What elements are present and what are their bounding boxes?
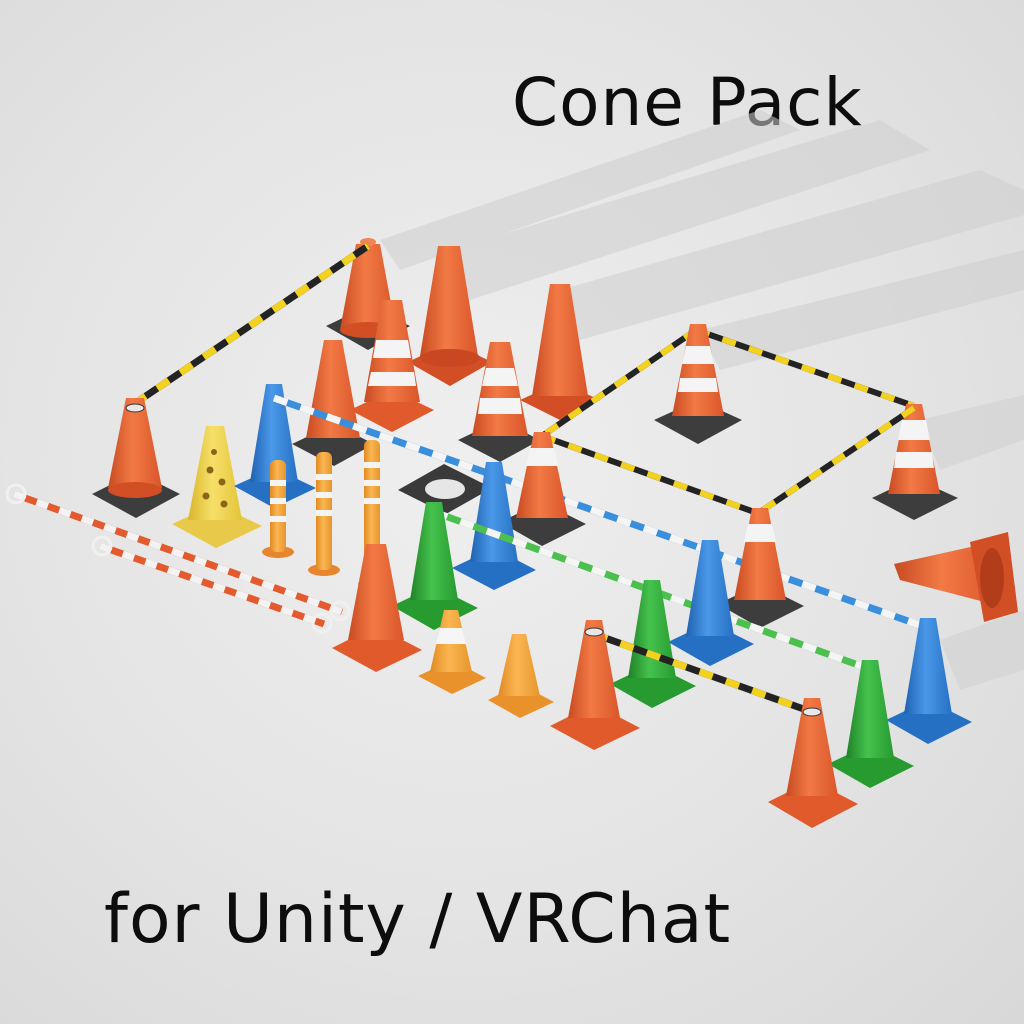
- product-title: Cone Pack: [512, 64, 863, 141]
- cone-blue-right: [886, 618, 972, 744]
- cone-orange-back-2: [408, 246, 492, 386]
- cast-shadows: [380, 110, 1024, 690]
- bar-yellow-black-front: [592, 630, 814, 716]
- bar-yellow-black-top: [132, 243, 370, 407]
- bar-rect-left: [540, 327, 698, 439]
- cone-orange-striped-center: [458, 342, 540, 462]
- cone-orange-striped-rect-back: [654, 324, 742, 444]
- cone-base-plate: [398, 464, 492, 514]
- product-subtitle: for Unity / VRChat: [104, 880, 732, 959]
- bar-rect-right: [758, 405, 916, 515]
- cone-orange-striped-rect-front-left: [500, 432, 586, 546]
- cone-blue-mid: [668, 540, 754, 666]
- cone-orange-striped-rect-right: [872, 404, 958, 520]
- bar-rect-top: [695, 327, 915, 409]
- cone-orange-mid-left: [292, 340, 374, 466]
- loose-bar-1: [5, 483, 351, 622]
- bollard-1: [262, 460, 294, 558]
- cone-yellow-holed: [172, 426, 262, 548]
- cone-orange-front-left: [332, 544, 422, 672]
- cone-orange-front-right: [768, 698, 858, 828]
- cone-orange-left: [92, 398, 180, 518]
- bar-rect-bottom: [540, 433, 762, 517]
- bollard-2: [308, 452, 340, 576]
- cone-green-3: [828, 660, 914, 788]
- cone-orange-fallen: [894, 532, 1018, 622]
- cone-small-plain: [488, 634, 554, 718]
- cone-orange-striped-back: [350, 300, 434, 432]
- cone-orange-striped-rect-front: [718, 508, 804, 628]
- cone-orange-back-3: [520, 284, 600, 420]
- loose-bar-2: [91, 535, 333, 634]
- cone-green-1: [392, 502, 478, 630]
- cone-small-striped: [418, 610, 486, 694]
- bar-white-blue: [272, 394, 930, 632]
- cone-orange-front-center: [550, 620, 640, 750]
